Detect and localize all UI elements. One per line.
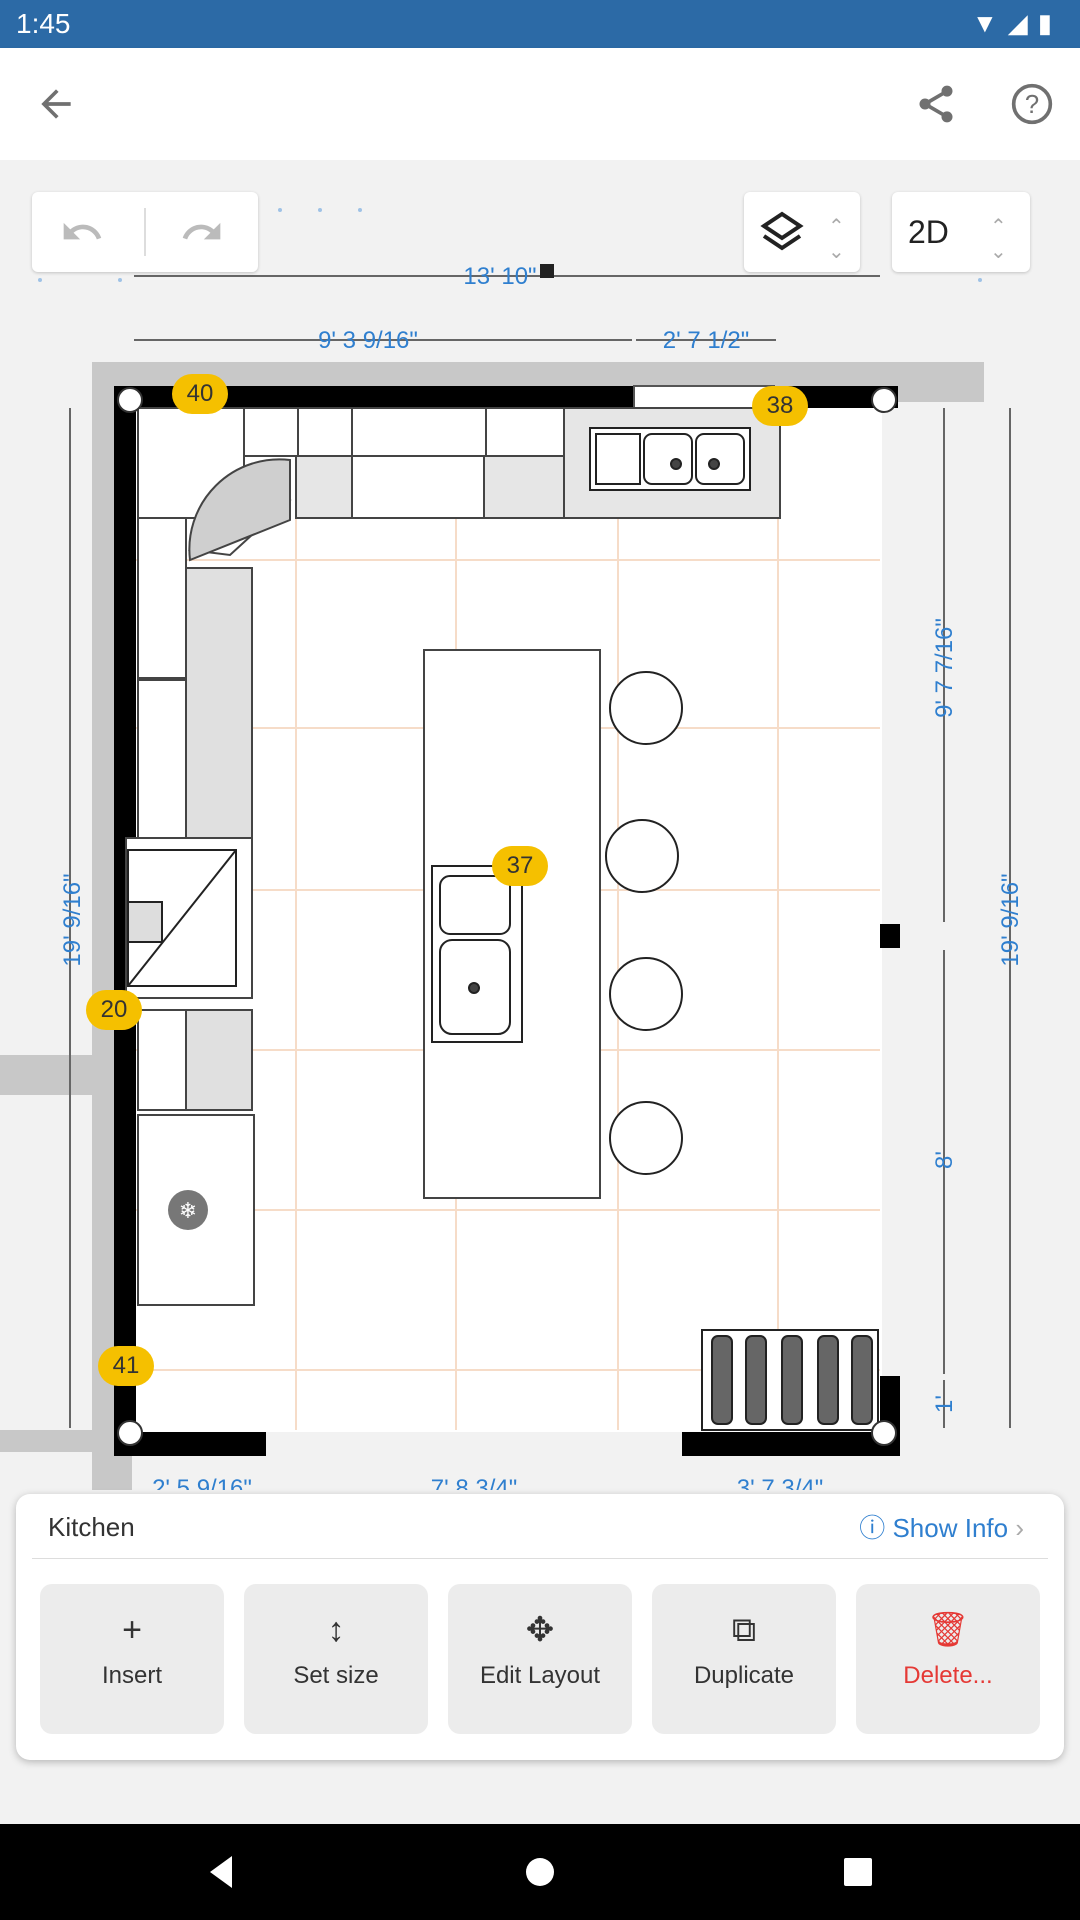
dim-right-middle[interactable]: 8': [931, 1151, 958, 1169]
outer-wall-segment: [0, 1055, 120, 1095]
badge-38[interactable]: 38: [752, 386, 808, 426]
handle-bottom-right[interactable]: [871, 1420, 897, 1446]
show-info-label: Show Info: [892, 1513, 1009, 1543]
view-mode-label: 2D: [908, 214, 949, 250]
dim-top-left-segment[interactable]: 9' 3 9/16": [318, 327, 418, 354]
layers-button[interactable]: ⌃⌄: [744, 192, 860, 272]
outer-wall-bottom: [0, 1430, 120, 1452]
chevron-up-down-icon: ⌃⌄: [828, 216, 845, 263]
badge-37[interactable]: 37: [492, 846, 548, 886]
view-mode-button[interactable]: 2D ⌃⌄: [892, 192, 1030, 272]
undo-icon[interactable]: [60, 210, 104, 254]
svg-text:?: ?: [1025, 91, 1039, 119]
help-circle-icon[interactable]: ?: [1010, 82, 1054, 126]
back-nav-icon[interactable]: [198, 1848, 246, 1896]
sheet-divider: [32, 1558, 1048, 1559]
chevron-right-icon: ›: [1015, 1513, 1024, 1543]
handle-bottom-left[interactable]: [117, 1420, 143, 1446]
snowflake-icon[interactable]: [168, 1190, 208, 1230]
snowflake-glyph: ❄: [179, 1199, 197, 1224]
dim-left-height[interactable]: 19' 9/16": [59, 873, 86, 966]
dim-top-total[interactable]: 13' 10": [463, 263, 536, 290]
status-bar: 1:45 ▼◢▮: [0, 0, 1080, 48]
undo-redo-group: [32, 192, 258, 272]
duplicate-button[interactable]: ⧉ Duplicate: [652, 1584, 836, 1734]
cooktop-icon[interactable]: [127, 849, 237, 987]
chevron-up-down-icon: ⌃⌄: [990, 216, 1007, 263]
dim-top-right-segment[interactable]: 2' 7 1/2": [663, 327, 750, 354]
delete-button[interactable]: 🗑 Delete...: [856, 1584, 1040, 1734]
wall-right-stub[interactable]: [880, 924, 900, 948]
move-icon: ✥: [525, 1611, 555, 1649]
top-cabinets[interactable]: [243, 407, 781, 519]
insert-label: Insert: [101, 1662, 163, 1689]
recents-nav-icon[interactable]: [834, 1848, 882, 1896]
wifi-icon: ▼: [971, 8, 1008, 38]
stool-2[interactable]: [605, 819, 679, 893]
status-icons: ▼◢▮: [972, 8, 1062, 39]
badge-41[interactable]: 41: [98, 1346, 154, 1386]
stool-3[interactable]: [609, 957, 683, 1031]
dim-bottom-right[interactable]: 3' 7 3/4": [737, 1475, 824, 1502]
plus-icon: +: [122, 1611, 142, 1649]
stools[interactable]: [605, 671, 683, 1175]
dim-bottom-middle[interactable]: 7' 8 3/4": [431, 1475, 518, 1502]
redo-icon[interactable]: [180, 210, 224, 254]
resize-icon: ↕: [327, 1611, 345, 1649]
layers-icon: [758, 208, 806, 256]
show-info-link[interactable]: ⓘ Show Info ›: [859, 1508, 1024, 1545]
badge-40[interactable]: 40: [172, 374, 228, 414]
floor-plan-svg[interactable]: ❄: [0, 160, 1080, 1622]
handle-top-left[interactable]: [117, 387, 143, 413]
dim-right-height[interactable]: 19' 9/16": [997, 873, 1024, 966]
share-icon[interactable]: [914, 82, 958, 126]
copy-icon: ⧉: [731, 1611, 757, 1649]
toolbar-divider: [144, 208, 146, 256]
edit-layout-button[interactable]: ✥ Edit Layout: [448, 1584, 632, 1734]
stool-4[interactable]: [609, 1101, 683, 1175]
battery-icon: ▮: [1037, 8, 1062, 38]
selection-sheet: Kitchen ⓘ Show Info › + Insert ↕ Set siz…: [16, 1494, 1064, 1760]
duplicate-label: Duplicate: [693, 1662, 795, 1689]
corner-handles[interactable]: [117, 387, 897, 1446]
wine-rack-icon[interactable]: [701, 1329, 879, 1431]
arrow-left-icon[interactable]: [34, 82, 78, 126]
floor-plan-canvas[interactable]: ❄: [0, 160, 1080, 1622]
dimension-lines: [69, 275, 1011, 1428]
dim-bottom-left[interactable]: 2' 5 9/16": [152, 1475, 252, 1502]
insert-button[interactable]: + Insert: [40, 1584, 224, 1734]
set-size-button[interactable]: ↕ Set size: [244, 1584, 428, 1734]
info-icon: ⓘ: [859, 1513, 886, 1543]
dim-right-upper[interactable]: 9' 7 7/16": [931, 618, 958, 718]
handle-top-right[interactable]: [871, 387, 897, 413]
delete-label: Delete...: [903, 1662, 993, 1689]
app-bar: ?: [0, 48, 1080, 160]
system-nav-bar: [0, 1824, 1080, 1920]
set-size-label: Set size: [293, 1662, 379, 1689]
status-time: 1:45: [16, 8, 71, 39]
dim-right-bottom[interactable]: 1': [931, 1395, 958, 1413]
signal-icon: ◢: [1007, 8, 1038, 38]
corner-cabinet[interactable]: [137, 407, 292, 679]
trash-icon: 🗑: [926, 1611, 970, 1649]
double-sink-icon[interactable]: [589, 427, 751, 491]
wall-bottom-right[interactable]: [682, 1432, 898, 1456]
island-sink-icon[interactable]: [431, 865, 523, 1043]
edit-layout-label: Edit Layout: [479, 1662, 601, 1689]
lock-icon: [540, 264, 554, 278]
home-nav-icon[interactable]: [516, 1848, 564, 1896]
room-name: Kitchen: [48, 1512, 135, 1542]
badge-20[interactable]: 20: [86, 990, 142, 1030]
stool-1[interactable]: [609, 671, 683, 745]
